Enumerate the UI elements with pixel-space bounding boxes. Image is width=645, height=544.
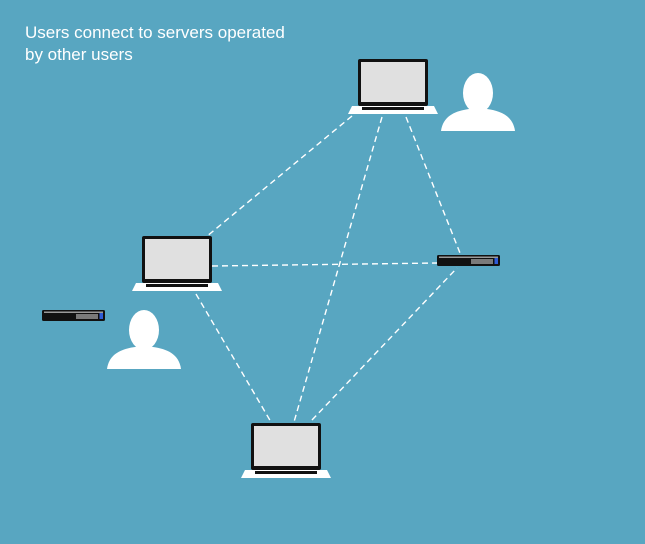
link-top-bottom [293,116,383,423]
server-left [42,310,105,321]
link-left-server [211,262,439,267]
user-head [463,73,493,113]
user-shoulders [441,109,515,131]
user-shoulders [107,347,181,369]
caption-line-2: by other users [25,45,133,64]
laptop-bottom [241,423,331,478]
user-icon [107,310,181,369]
caption-line-1: Users connect to servers operated [25,23,285,42]
laptop-keyboard [146,284,208,287]
laptop-keyboard [255,471,317,474]
server-highlight [439,256,498,258]
user-icon [441,73,515,131]
user-head [129,310,159,350]
laptop-screen [145,239,209,279]
server-slot [471,259,493,264]
diagram-caption: Users connect to servers operated by oth… [25,22,355,66]
laptop-left [132,236,222,291]
laptop-screen [361,62,425,102]
server-led [494,258,498,264]
server-right [437,255,500,266]
link-left-bottom [195,293,272,423]
server-slot [76,314,98,319]
laptop-top [348,59,438,114]
server-highlight [44,311,103,313]
link-top-left [205,115,353,238]
link-top-server [405,116,461,254]
links-group [195,115,461,423]
link-bottom-server [311,267,458,421]
laptop-screen [254,426,318,466]
laptop-keyboard [362,107,424,110]
server-led [99,313,103,319]
